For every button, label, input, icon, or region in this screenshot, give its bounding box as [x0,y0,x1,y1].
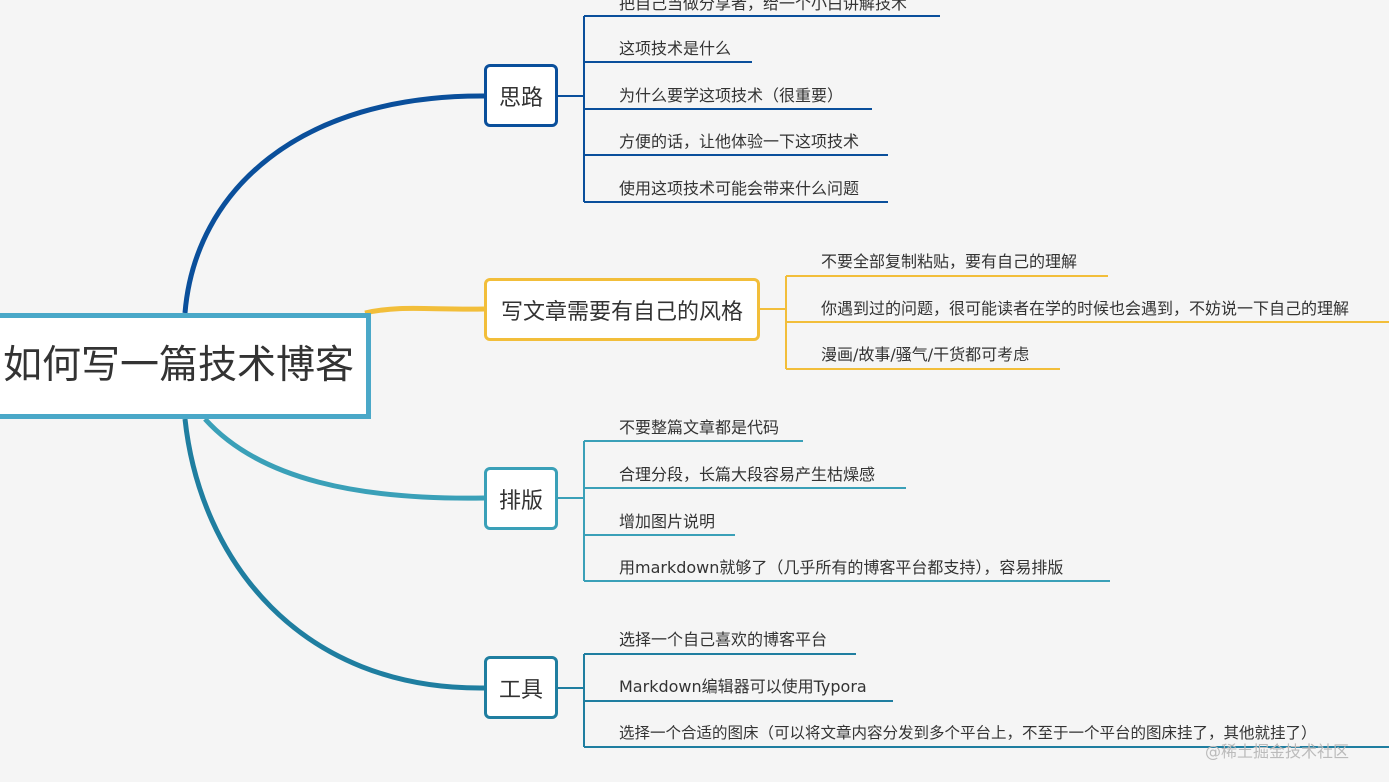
branch-silu-label: 思路 [498,85,543,111]
leaf-paiban-0[interactable]: 不要整篇文章都是代码 [619,418,780,437]
leaf-gongju-0[interactable]: 选择一个自己喜欢的博客平台 [619,630,828,649]
branch-paiban-label: 排版 [498,488,543,514]
leaf-paiban-1[interactable]: 合理分段，长篇大段容易产生枯燥感 [619,465,876,484]
leaf-silu-0[interactable]: 把自己当做分享者，给一个小白讲解技术 [619,0,908,13]
leaf-gongju-2[interactable]: 选择一个合适的图床（可以将文章内容分发到多个平台上，不至于一个平台的图床挂了，其… [619,724,1317,742]
leaf-gongju-1[interactable]: Markdown编辑器可以使用Typora [619,677,867,696]
curve-to-paiban [203,417,485,501]
branch-fengge[interactable]: 写文章需要有自己的风格 [484,278,760,341]
leaf-paiban-3[interactable]: 用markdown就够了（几乎所有的博客平台都支持），容易排版 [619,558,1064,577]
fengge-leaf-lines [760,275,1389,370]
leaf-fengge-0[interactable]: 不要全部复制粘贴，要有自己的理解 [821,252,1078,271]
curve-to-silu [182,93,485,314]
branch-gongju-label: 工具 [498,677,543,703]
leaf-paiban-2[interactable]: 增加图片说明 [619,512,716,531]
curve-to-fengge [364,305,485,316]
leaf-fengge-1[interactable]: 你遇到过的问题，很可能读者在学的时候也会遇到，不妨说一下自己的理解 [821,299,1350,318]
leaf-silu-2[interactable]: 为什么要学这项技术（很重要） [619,86,844,105]
branch-paiban[interactable]: 排版 [484,467,558,530]
curve-to-gongju [182,418,485,691]
leaf-silu-1[interactable]: 这项技术是什么 [619,39,732,58]
gongju-leaf-lines [558,653,1389,748]
branch-silu[interactable]: 思路 [484,64,558,127]
silu-leaf-lines [558,15,940,203]
watermark: @稀土掘金技术社区 [1205,742,1350,761]
paiban-leaf-lines [558,440,1110,582]
branch-gongju[interactable]: 工具 [484,656,558,719]
root-topic-label: 如何写一篇技术博客 [3,343,355,388]
root-topic[interactable]: 如何写一篇技术博客 [0,313,371,419]
leaf-silu-3[interactable]: 方便的话，让他体验一下这项技术 [619,132,860,151]
leaf-silu-4[interactable]: 使用这项技术可能会带来什么问题 [619,179,860,198]
branch-fengge-label: 写文章需要有自己的风格 [500,299,743,325]
leaf-fengge-2[interactable]: 漫画/故事/骚气/干货都可考虑 [821,345,1030,364]
